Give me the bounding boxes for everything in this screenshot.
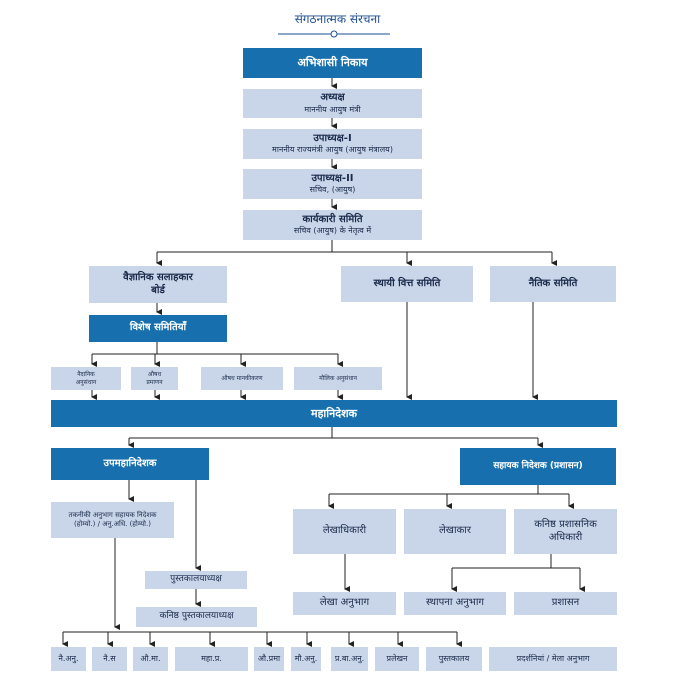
node-governing-body: अभिशासी निकाय — [243, 48, 422, 78]
node-label: पुस्तकालयाध्यक्ष — [170, 574, 222, 585]
node-label-line2: अनुसंधान — [75, 378, 97, 386]
node-director-general: महानिदेशक — [51, 400, 617, 427]
node-label-line1: औषध — [147, 371, 162, 378]
node-subtitle: सचिव, (आयुष) — [309, 185, 356, 195]
bottom-node: प्रलेखन — [375, 647, 419, 671]
node-establishment-section: स्थापना अनुभाग — [404, 592, 506, 615]
node-title: कार्यकारी समिति — [302, 213, 363, 225]
node-label: प्रदर्शनियां / मेला अनुभाग — [516, 654, 590, 663]
node-label: औषध मानकीकरण — [221, 374, 263, 382]
node-clinical-research: नैदानिक अनुसंधान — [51, 367, 121, 390]
node-label: लेखाकार — [439, 525, 471, 537]
node-label: नै.स — [103, 654, 116, 663]
node-label-line2: बोर्ड — [151, 284, 165, 296]
node-label: मौ.अनु. — [294, 654, 318, 663]
node-drug-validation: औषध प्रमाणन — [131, 367, 178, 390]
bottom-node: प्र.बा.अनु. — [331, 647, 368, 671]
node-label: औ.प्रमा — [257, 654, 281, 663]
node-label: उपमहानिदेशक — [103, 457, 157, 469]
node-chairman: अध्यक्ष माननीय आयुष मंत्री — [243, 89, 422, 118]
node-label-line1: तकनीकी अनुभाग सहायक निदेशक — [68, 511, 157, 520]
bottom-node: प्रदर्शनियां / मेला अनुभाग — [489, 647, 617, 671]
node-fundamental-research: मौलिक अनुसंधान — [294, 367, 382, 390]
node-label: नै.अनु. — [58, 654, 79, 663]
node-title: उपाध्यक्ष-II — [311, 172, 354, 184]
node-technical-section: तकनीकी अनुभाग सहायक निदेशक (होम्यो.) / अ… — [51, 502, 174, 538]
node-subtitle: माननीय आयुष मंत्री — [304, 104, 361, 114]
node-administration: प्रशासन — [514, 592, 617, 615]
node-scientific-advisory-board: वैज्ञानिक सलाहकार बोर्ड — [89, 266, 227, 303]
node-label: प्रलेखन — [386, 654, 408, 663]
node-label: अभिशासी निकाय — [297, 56, 368, 70]
node-label-line2: (होम्यो.) / अनु.अधि. (होम्यो.) — [74, 520, 151, 528]
node-label: प्रशासन — [551, 597, 580, 609]
node-label: प्र.बा.अनु. — [334, 654, 365, 663]
node-label-line1: वैज्ञानिक सलाहकार — [123, 272, 193, 283]
bottom-node: औ.मा. — [133, 647, 168, 671]
node-label: महानिदेशक — [311, 406, 357, 420]
node-label-line2: अधिकारी — [548, 531, 583, 543]
bottom-node: पुस्तकालय — [426, 647, 482, 671]
node-accounts-section: लेखा अनुभाग — [293, 592, 396, 615]
node-standing-finance-committee: स्थायी वित्त समिति — [341, 266, 473, 302]
node-special-committees: विशेष समितियाँ — [89, 315, 227, 342]
chart-title: संगठनात्मक संरचना — [294, 12, 381, 26]
node-subtitle: माननीय राज्यमंत्री आयुष (आयुष मंत्रालय) — [272, 145, 393, 155]
node-accountant: लेखाकार — [404, 509, 506, 554]
node-label: महा.प्र. — [201, 654, 222, 663]
node-label: पुस्तकालय — [438, 654, 470, 663]
node-label: सहायक निदेशक (प्रशासन) — [493, 460, 583, 471]
node-librarian: पुस्तकालयाध्यक्ष — [145, 571, 247, 589]
node-subtitle: सचिव (आयुष) के नेतृत्व में — [293, 226, 372, 236]
node-label-line1: कनिष्ठ प्रशासनिक — [534, 519, 597, 530]
node-label-line1: नैदानिक — [77, 371, 95, 378]
node-label-line2: प्रमाणन — [146, 378, 163, 386]
node-label: स्थायी वित्त समिति — [373, 277, 441, 289]
bottom-node: औ.प्रमा — [254, 647, 284, 671]
bottom-node: नै.स — [92, 647, 127, 671]
node-title: अध्यक्ष — [320, 92, 345, 104]
node-ethics-committee: नैतिक समिति — [490, 266, 616, 302]
node-accounts-officer: लेखाधिकारी — [293, 509, 396, 554]
node-assistant-director-admin: सहायक निदेशक (प्रशासन) — [460, 448, 616, 485]
bottom-node: महा.प्र. — [175, 647, 248, 671]
node-vice-chairman-2: उपाध्यक्ष-II सचिव, (आयुष) — [243, 169, 422, 199]
node-label: लेखाधिकारी — [322, 525, 367, 537]
node-label: नैतिक समिति — [528, 277, 578, 289]
bottom-node: नै.अनु. — [51, 647, 86, 671]
node-junior-admin-officer: कनिष्ठ प्रशासनिक अधिकारी — [514, 509, 617, 554]
node-label: विशेष समितियाँ — [129, 322, 187, 334]
node-label: कनिष्ठ पुस्तकालयाध्यक्ष — [159, 611, 234, 622]
node-vice-chairman-1: उपाध्यक्ष-I माननीय राज्यमंत्री आयुष (आयु… — [243, 129, 422, 159]
node-label: मौलिक अनुसंधान — [319, 374, 357, 382]
bottom-node: मौ.अनु. — [291, 647, 321, 671]
node-label: औ.मा. — [140, 654, 161, 663]
node-junior-librarian: कनिष्ठ पुस्तकालयाध्यक्ष — [136, 607, 257, 627]
node-label: लेखा अनुभाग — [319, 597, 370, 609]
node-executive-committee: कार्यकारी समिति सचिव (आयुष) के नेतृत्व म… — [243, 210, 422, 240]
node-title: उपाध्यक्ष-I — [313, 132, 352, 144]
node-drug-standardization: औषध मानकीकरण — [201, 367, 283, 390]
node-deputy-director-general: उपमहानिदेशक — [51, 448, 209, 480]
node-label: स्थापना अनुभाग — [425, 597, 485, 609]
